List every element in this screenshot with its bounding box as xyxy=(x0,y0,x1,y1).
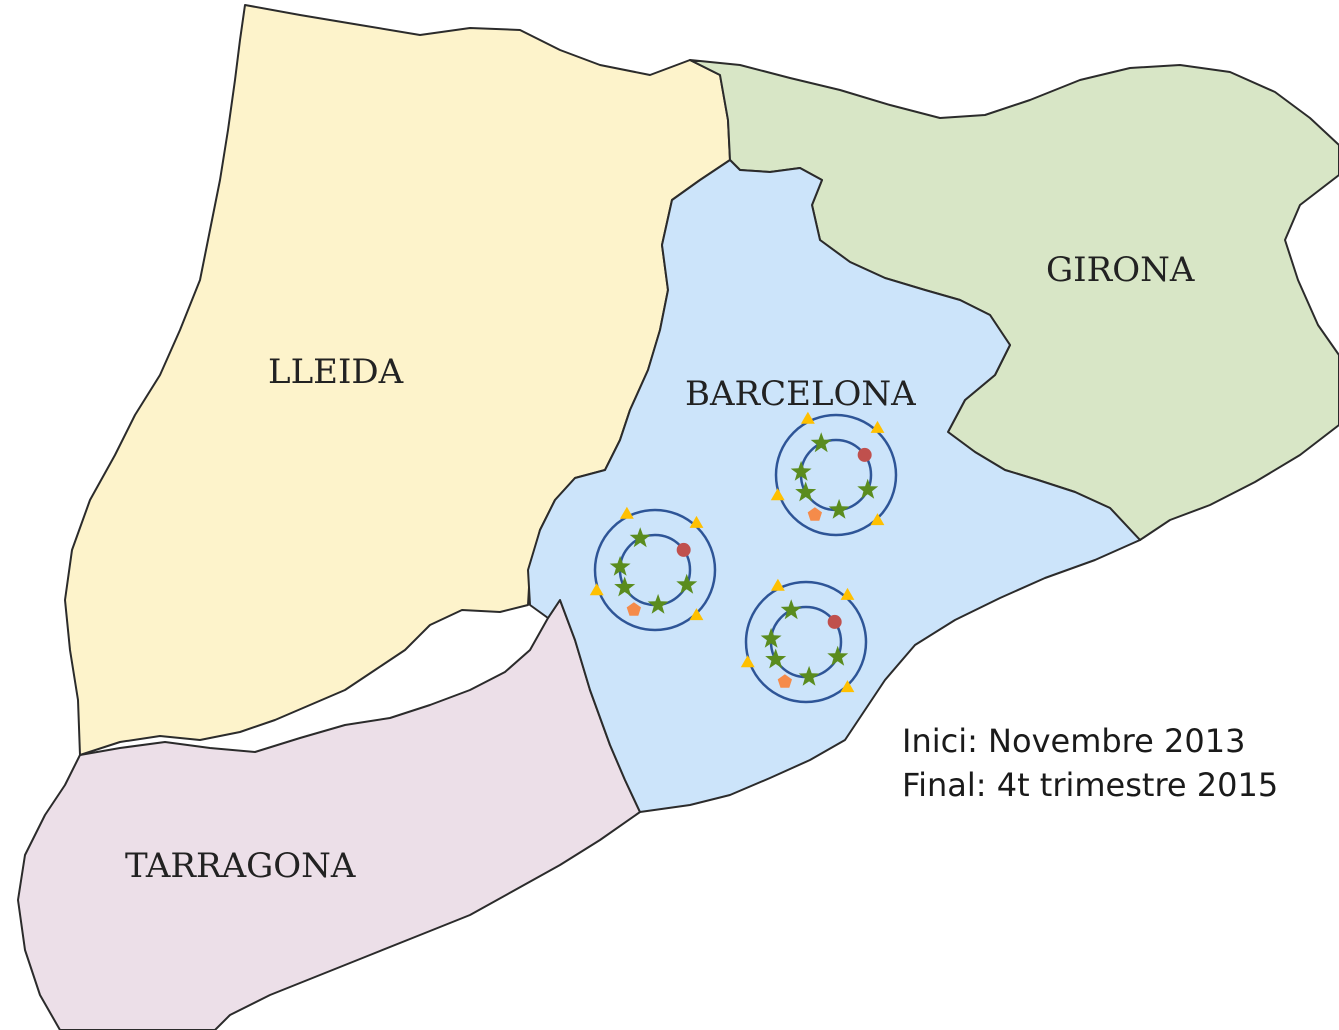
pentagon-icon xyxy=(777,674,792,688)
pentagon-icon xyxy=(807,507,822,521)
cluster-2 xyxy=(589,506,717,632)
dot-icon xyxy=(857,447,872,462)
cluster-3 xyxy=(740,578,868,704)
star-icon xyxy=(857,478,879,499)
star-icon xyxy=(810,432,832,453)
triangle-icon xyxy=(800,411,815,424)
label-lleida: LLEIDA xyxy=(268,352,404,392)
triangle-icon xyxy=(740,655,755,668)
label-barcelona: BARCELONA xyxy=(685,374,916,414)
triangle-icon xyxy=(770,578,785,591)
star-icon xyxy=(828,498,850,519)
star-icon xyxy=(765,648,787,669)
dot-icon xyxy=(676,542,691,557)
cluster-1 xyxy=(770,411,898,537)
timeline-end: Final: 4t trimestre 2015 xyxy=(902,766,1279,804)
triangle-icon xyxy=(870,513,885,526)
star-icon xyxy=(760,627,782,648)
star-icon xyxy=(790,460,812,481)
dot-icon xyxy=(827,614,842,629)
timeline-start: Inici: Novembre 2013 xyxy=(902,722,1246,760)
triangle-icon xyxy=(689,515,704,528)
triangle-icon xyxy=(840,680,855,693)
label-tarragona: TARRAGONA xyxy=(125,846,356,886)
triangle-icon xyxy=(589,583,604,596)
star-icon xyxy=(780,599,802,620)
outer-ring xyxy=(593,508,717,632)
star-icon xyxy=(676,573,698,594)
triangle-icon xyxy=(870,420,885,433)
star-icon xyxy=(614,576,636,597)
label-girona: GIRONA xyxy=(1046,250,1195,290)
triangle-icon xyxy=(689,608,704,621)
star-icon xyxy=(827,645,849,666)
star-icon xyxy=(795,481,817,502)
triangle-icon xyxy=(619,506,634,519)
triangle-icon xyxy=(840,587,855,600)
region-barcelona xyxy=(527,159,1141,813)
outer-ring xyxy=(774,413,898,537)
star-icon xyxy=(798,665,820,686)
outer-ring xyxy=(744,580,868,704)
clusters-layer xyxy=(589,411,898,704)
star-icon xyxy=(609,555,631,576)
pentagon-icon xyxy=(626,602,641,616)
triangle-icon xyxy=(770,488,785,501)
star-icon xyxy=(629,527,651,548)
star-icon xyxy=(647,593,669,614)
